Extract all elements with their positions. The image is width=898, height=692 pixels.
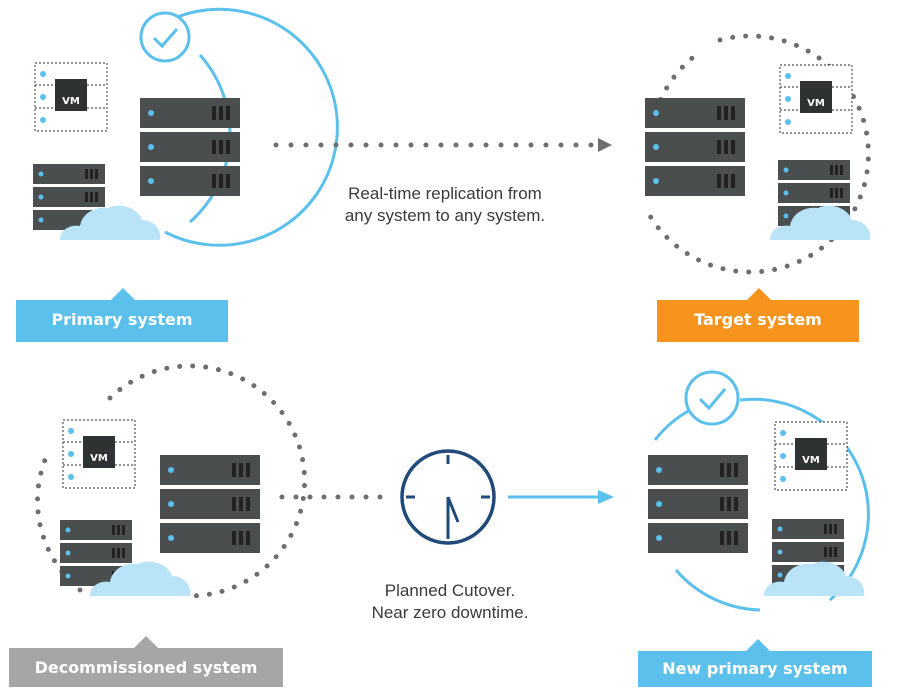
vm-badge-decommissioned: VM [90, 453, 108, 464]
clock-icon [400, 449, 496, 545]
vm-badge-primary: VM [62, 96, 80, 107]
decommissioned-label-pointer [134, 636, 158, 648]
cutover-caption: Planned Cutover. Near zero downtime. [320, 580, 580, 624]
decommissioned-system-group: VM [35, 363, 308, 599]
replication-caption-line2: any system to any system. [344, 206, 546, 225]
target-label-pointer [747, 288, 771, 300]
server-rack [645, 98, 745, 196]
primary-system-group: VM [33, 7, 339, 247]
target-system-label-text: Target system [694, 310, 822, 329]
replication-caption: Real-time replication from any system to… [300, 183, 590, 227]
server-rack [160, 455, 260, 553]
check-badge-icon [139, 11, 191, 63]
server-rack [140, 98, 240, 196]
check-icon [152, 28, 179, 49]
decommissioned-system-label: Decommissioned system [9, 648, 283, 687]
primary-system-label-text: Primary system [51, 310, 193, 329]
decommissioned-system-label-text: Decommissioned system [34, 658, 258, 677]
primary-system-label: Primary system [16, 300, 228, 342]
new-primary-label-pointer [746, 639, 770, 651]
check-icon [698, 388, 727, 411]
server-rack [648, 455, 748, 553]
new-primary-system-label: New primary system [638, 651, 872, 687]
target-ring [647, 33, 871, 275]
new-primary-ring-left [653, 408, 691, 441]
target-system-group: VM [645, 33, 871, 275]
vm-badge-target: VM [807, 98, 825, 109]
primary-label-pointer [111, 288, 135, 300]
new-primary-system-group: VM [648, 370, 870, 612]
vm-badge-new-primary: VM [802, 455, 820, 466]
replication-arrow [273, 138, 612, 152]
new-primary-ring [739, 397, 870, 602]
target-system-label: Target system [657, 300, 859, 342]
cutover-arrow [508, 490, 614, 504]
cutover-caption-line1: Planned Cutover. [384, 581, 516, 600]
replication-caption-line1: Real-time replication from [348, 184, 542, 203]
primary-ring [138, 7, 339, 247]
cutover-caption-line2: Near zero downtime. [371, 603, 529, 622]
check-badge-icon [684, 370, 740, 426]
new-primary-system-label-text: New primary system [662, 659, 848, 678]
